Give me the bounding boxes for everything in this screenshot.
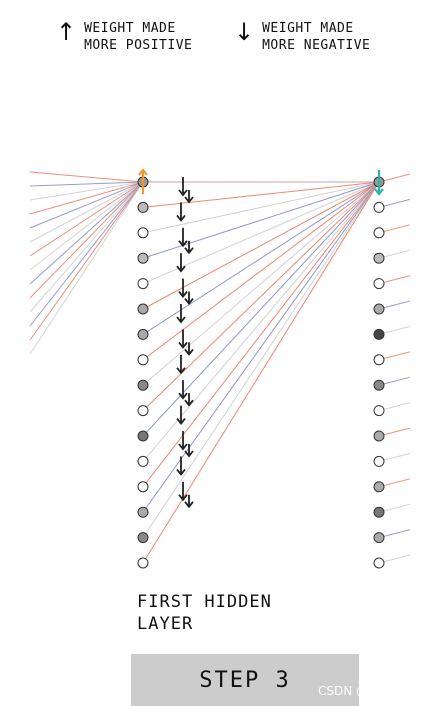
- next-layer-node: [373, 201, 385, 213]
- hidden-node: [137, 481, 149, 493]
- arrow-down-icon: [178, 329, 188, 349]
- connection-line: [142, 181, 380, 488]
- connection-line: [142, 181, 380, 462]
- arrow-up-icon: [138, 168, 148, 194]
- hidden-node: [137, 379, 149, 391]
- arrow-down-icon: [176, 253, 186, 273]
- arrow-down-icon: ↓: [234, 18, 255, 46]
- hidden-node: [137, 328, 149, 340]
- arrow-down-icon: [178, 177, 188, 197]
- weight-connections: [142, 181, 380, 564]
- incoming-line: [29, 171, 144, 183]
- arrow-down-icon: [184, 494, 194, 509]
- connection-line: [142, 181, 380, 386]
- arrow-down-icon: [184, 190, 194, 204]
- next-layer-nodes: [373, 176, 385, 569]
- arrow-down-icon: [176, 405, 186, 426]
- hidden-node: [137, 201, 149, 213]
- weight-change-arrows: [138, 168, 384, 509]
- connection-line: [142, 181, 380, 538]
- step-button[interactable]: STEP 3: [131, 654, 359, 706]
- connection-line: [142, 181, 380, 285]
- arrow-down-icon: [178, 227, 188, 248]
- arrow-down-icon: [176, 456, 186, 476]
- hidden-node: [137, 303, 149, 315]
- arrow-down-icon: [178, 380, 188, 400]
- arrow-down-icon: [184, 240, 194, 255]
- arrow-down-icon: [374, 170, 384, 196]
- legend-positive: ↑ WEIGHT MADE MORE POSITIVE: [56, 20, 192, 54]
- arrow-down-icon: [178, 278, 188, 299]
- hidden-node: [137, 455, 149, 467]
- incoming-line: [29, 181, 144, 327]
- arrow-down-icon: [178, 431, 188, 451]
- next-layer-node: [373, 405, 385, 417]
- arrow-down-icon: [176, 202, 186, 222]
- arrow-down-icon: [184, 291, 194, 306]
- hidden-node: [137, 532, 149, 544]
- connection-line: [142, 181, 380, 361]
- arrow-down-icon: [184, 444, 194, 458]
- next-layer-node: [373, 278, 385, 290]
- legend-negative: ↓ WEIGHT MADE MORE NEGATIVE: [234, 20, 370, 54]
- hidden-node: [137, 506, 149, 518]
- arrow-up-icon: ↑: [56, 18, 77, 46]
- next-layer-node: [373, 328, 385, 340]
- hidden-node: [137, 354, 149, 366]
- hidden-node: [137, 405, 149, 417]
- hidden-node: [137, 430, 149, 442]
- incoming-line: [29, 181, 144, 243]
- legend-negative-label: WEIGHT MADE MORE NEGATIVE: [262, 21, 371, 53]
- connection-line: [142, 181, 380, 234]
- arrow-down-icon: [184, 342, 194, 356]
- connection-line: [142, 181, 380, 208]
- connection-line: [142, 181, 380, 564]
- next-layer-node: [373, 455, 385, 467]
- incoming-line: [29, 181, 144, 229]
- layer-label: FIRST HIDDEN LAYER: [137, 592, 272, 634]
- incoming-line: [29, 181, 144, 271]
- next-layer-node: [373, 481, 385, 493]
- next-layer-node: [373, 557, 385, 569]
- hidden-node: [137, 557, 149, 569]
- incoming-line: [29, 181, 144, 285]
- incoming-line: [29, 181, 144, 355]
- incoming-connections: [29, 171, 144, 355]
- hidden-node: [137, 227, 149, 239]
- next-layer-node: [373, 303, 385, 315]
- incoming-line: [29, 181, 144, 299]
- hidden-layer-nodes: [137, 176, 149, 569]
- arrow-down-icon: [184, 393, 194, 407]
- next-layer-node: [373, 506, 385, 518]
- hidden-node: [137, 252, 149, 264]
- arrow-down-icon: [176, 354, 186, 375]
- next-layer-node: [373, 227, 385, 239]
- incoming-line: [29, 181, 144, 201]
- arrow-down-icon: [178, 481, 188, 502]
- legend-positive-label: WEIGHT MADE MORE POSITIVE: [84, 21, 193, 53]
- connection-line: [142, 181, 380, 310]
- incoming-line: [29, 181, 144, 313]
- incoming-line: [29, 181, 144, 187]
- next-layer-node: [373, 354, 385, 366]
- arrow-down-icon: [176, 304, 186, 324]
- next-layer-node: [373, 532, 385, 544]
- next-layer-node: [373, 252, 385, 264]
- connection-line: [142, 181, 380, 513]
- incoming-line: [29, 181, 144, 341]
- connection-line: [142, 181, 380, 335]
- next-layer-node: [373, 430, 385, 442]
- hidden-node: [137, 278, 149, 290]
- incoming-line: [29, 181, 144, 215]
- next-layer-node: [373, 379, 385, 391]
- incoming-line: [29, 181, 144, 257]
- watermark: CSDN @寒冰屋: [318, 684, 405, 698]
